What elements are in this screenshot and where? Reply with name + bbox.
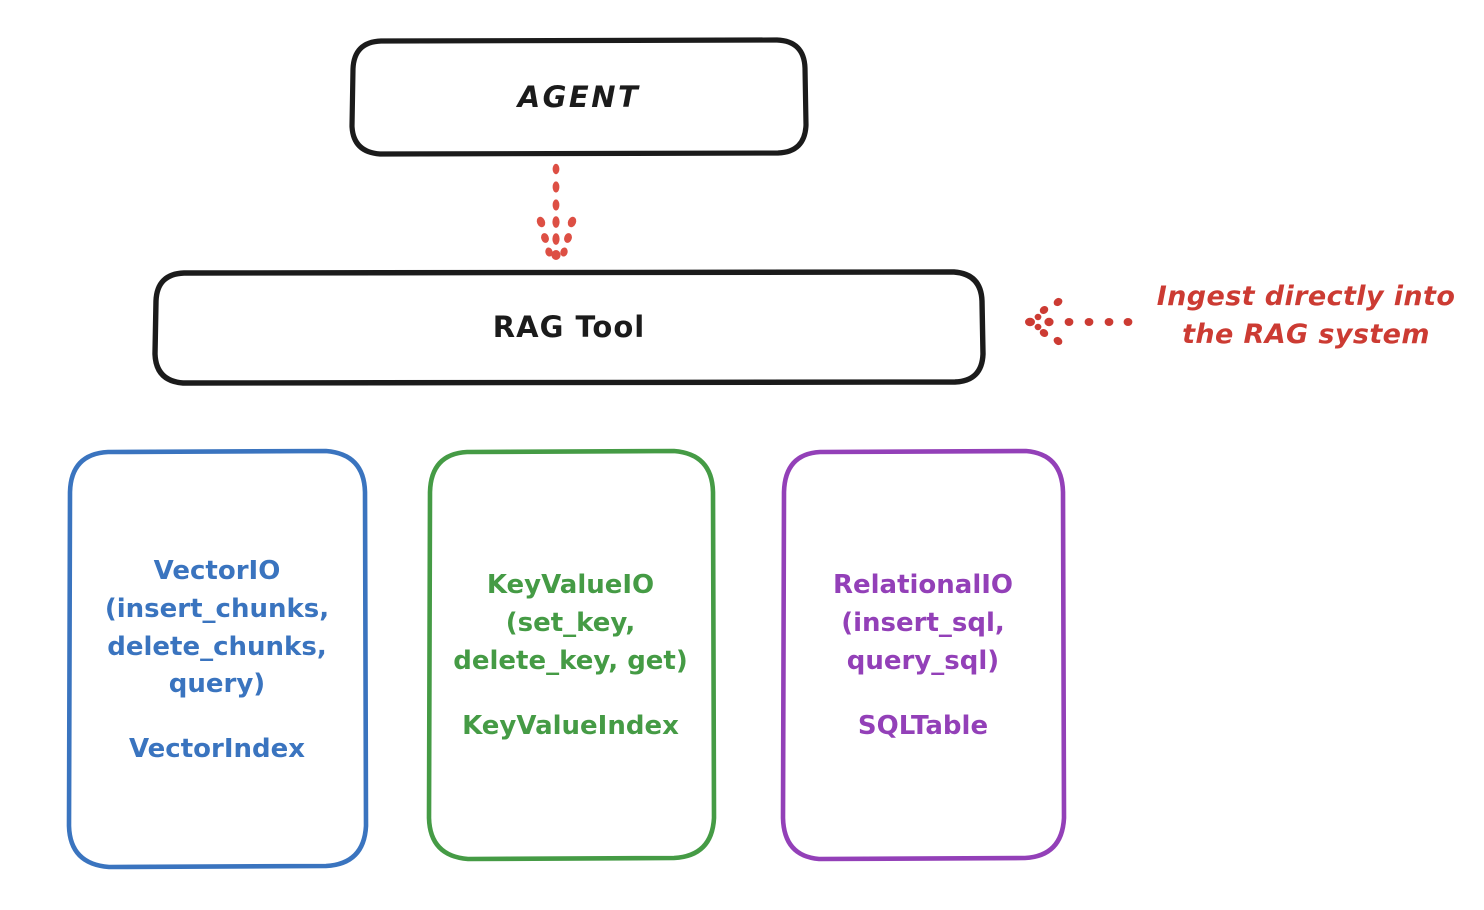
rag-tool-node[interactable]: RAG Tool bbox=[155, 272, 983, 383]
key-value-io-api-label: KeyValueIO (set_key, delete_key, get) bbox=[453, 570, 688, 676]
ingest-arrow bbox=[1025, 297, 1133, 346]
relational-io-box-outline bbox=[780, 448, 1067, 862]
agent-box-outline bbox=[349, 37, 809, 157]
agent-label: AGENT bbox=[517, 79, 641, 114]
key-value-io-index-label: KeyValueIndex bbox=[462, 710, 679, 741]
relational-io-index-label: SQLTable bbox=[857, 710, 989, 741]
agent-to-rag-arrow bbox=[536, 163, 577, 260]
rag-tool-box-outline bbox=[152, 269, 986, 386]
vector-io-api-label: VectorIO (insert_chunks, delete_chunks, … bbox=[104, 556, 330, 700]
relational-io-api-label: RelationalIO (insert_sql, query_sql) bbox=[832, 570, 1014, 676]
key-value-io-node[interactable]: KeyValueIO (set_key, delete_key, get) Ke… bbox=[428, 450, 713, 858]
ingest-annotation-text: Ingest directly into the RAG system bbox=[1156, 281, 1456, 351]
key-value-io-box-outline bbox=[426, 448, 717, 862]
vector-io-node[interactable]: VectorIO (insert_chunks, delete_chunks, … bbox=[68, 450, 366, 867]
vector-io-index-label: VectorIndex bbox=[128, 733, 306, 764]
relational-io-node[interactable]: RelationalIO (insert_sql, query_sql) SQL… bbox=[783, 450, 1063, 858]
rag-tool-label: RAG Tool bbox=[492, 310, 646, 345]
vector-io-box-outline bbox=[66, 448, 369, 870]
agent-node[interactable]: AGENT bbox=[352, 40, 806, 154]
